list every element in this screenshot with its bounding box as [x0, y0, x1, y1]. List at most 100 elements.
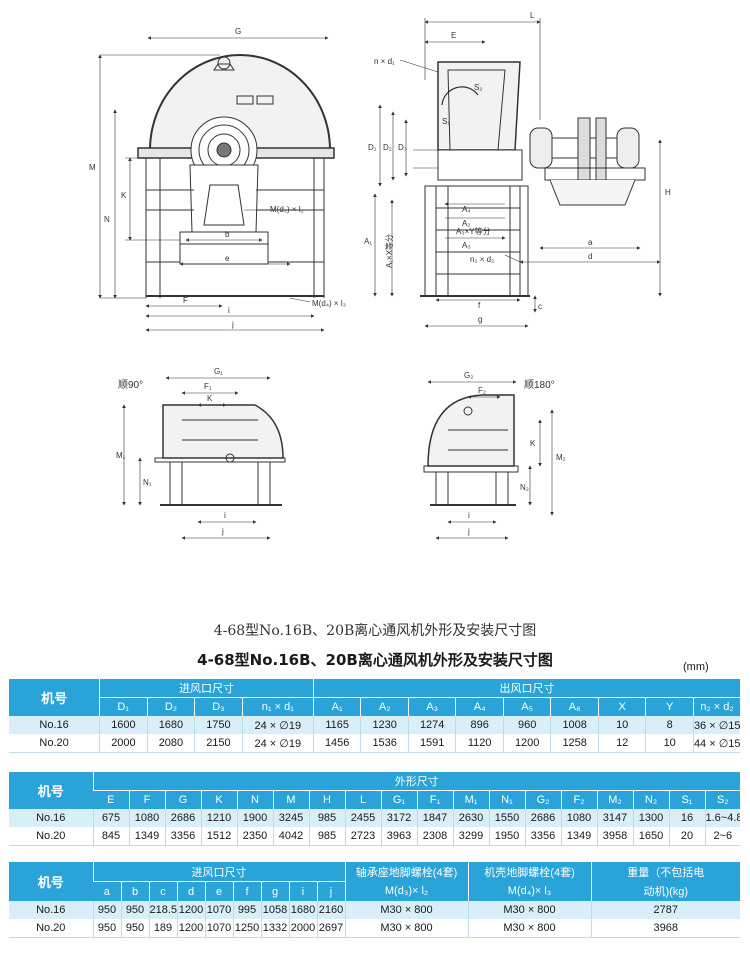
- value-cell: 2080: [146, 734, 195, 753]
- value-cell: 2~6: [704, 827, 741, 846]
- col-header: n₂ × d₂: [692, 697, 740, 716]
- rotation-90-title: 顺90°: [118, 379, 143, 391]
- dim-K-90: K: [207, 394, 213, 403]
- unit-label: (mm): [683, 661, 709, 673]
- weight-cell: 2787: [590, 901, 741, 919]
- col-header: N₁: [488, 790, 525, 809]
- dim-S1: S₁: [442, 117, 450, 126]
- col-header: S₁: [668, 790, 705, 809]
- value-cell: 1250: [232, 919, 261, 938]
- value-cell: 1600: [99, 716, 148, 734]
- dim-M2: M₂: [556, 453, 566, 462]
- value-cell: 950: [92, 901, 121, 919]
- inlet-group-header: 进风口尺寸: [99, 679, 314, 698]
- casing-bolt-cell: M30 × 800: [467, 901, 592, 919]
- weight-subheader: 动机)(kg): [590, 881, 741, 901]
- dim-j-180: j: [467, 527, 470, 536]
- col-header: G: [164, 790, 201, 809]
- value-cell: 10: [597, 716, 646, 734]
- value-cell: 12: [597, 734, 646, 753]
- value-cell: 1210: [200, 809, 237, 827]
- dim-f: f: [478, 301, 481, 310]
- col-header: A₄: [455, 697, 504, 716]
- value-cell: 2686: [164, 809, 201, 827]
- rotation-180-title: 顺180°: [524, 379, 555, 391]
- rotated-90-drawing: [122, 376, 286, 540]
- value-cell: 2308: [416, 827, 453, 846]
- value-cell: 1900: [236, 809, 273, 827]
- value-cell: 4042: [272, 827, 309, 846]
- value-cell: 3356: [524, 827, 561, 846]
- value-cell: 218.5: [148, 901, 177, 919]
- value-cell: 995: [232, 901, 261, 919]
- value-cell: 1008: [550, 716, 599, 734]
- model-header: 机号: [9, 862, 93, 901]
- value-cell: 1349: [560, 827, 597, 846]
- outline-group-header: 外形尺寸: [92, 772, 741, 791]
- value-cell: 1680: [288, 901, 317, 919]
- col-header: j: [316, 881, 346, 901]
- dim-F: F: [183, 296, 188, 305]
- dim-n2d2: n₂ × d₂: [470, 255, 494, 264]
- value-cell: 1847: [416, 809, 453, 827]
- dim-i-180: i: [468, 511, 470, 520]
- dim-K: K: [121, 191, 127, 200]
- dim-e: e: [225, 254, 230, 263]
- col-header: A₂: [360, 697, 409, 716]
- dim-G1: G₁: [214, 367, 223, 376]
- dim-D2: D₂: [383, 143, 392, 152]
- col-header: S₂: [704, 790, 741, 809]
- col-header: M₁: [452, 790, 489, 809]
- value-cell: 3963: [380, 827, 417, 846]
- rotated-180-drawing: [423, 380, 554, 540]
- col-header: N: [236, 790, 273, 809]
- value-cell: 24 × ∅19: [241, 716, 314, 734]
- dim-F2: F₂: [478, 386, 486, 395]
- value-cell: 36 × ∅15: [692, 716, 740, 734]
- side-view-drawing: [373, 18, 662, 328]
- model-cell: No.20: [9, 919, 93, 938]
- dim-d: d: [588, 252, 592, 261]
- col-header: D₃: [194, 697, 243, 716]
- col-header: A₆: [550, 697, 599, 716]
- value-cell: 1080: [560, 809, 597, 827]
- value-cell: 2000: [288, 919, 317, 938]
- model-cell: No.16: [9, 809, 93, 827]
- value-cell: 1680: [146, 716, 195, 734]
- value-cell: 20: [668, 827, 705, 846]
- col-header: g: [260, 881, 289, 901]
- value-cell: 675: [92, 809, 129, 827]
- col-header: e: [204, 881, 233, 901]
- col-header: i: [288, 881, 317, 901]
- col-header: H: [308, 790, 345, 809]
- value-cell: 3245: [272, 809, 309, 827]
- dim-N2: N₂: [520, 483, 529, 492]
- value-cell: 1165: [312, 716, 361, 734]
- rotated-90-labels: 顺90° G₁ F₁ K M₁ N₁ i j: [116, 367, 226, 536]
- value-cell: 2160: [316, 901, 346, 919]
- value-cell: 2000: [99, 734, 148, 753]
- dim-G: G: [235, 27, 241, 36]
- value-cell: 2697: [316, 919, 346, 938]
- casing-bolt-subheader: M(d₄)× l₃: [467, 881, 592, 901]
- dim-H: H: [665, 188, 671, 197]
- col-header: A₁: [312, 697, 361, 716]
- col-header: Y: [645, 697, 694, 716]
- bearing-bolt-subheader: M(d₃)× l₂: [344, 881, 469, 901]
- dim-F1: F₁: [204, 382, 212, 391]
- value-cell: 1950: [488, 827, 525, 846]
- value-cell: 1058: [260, 901, 289, 919]
- col-header: X: [597, 697, 646, 716]
- value-cell: 10: [645, 734, 694, 753]
- col-header: a: [93, 881, 121, 901]
- dim-M: M: [89, 163, 96, 172]
- col-header: A₃: [407, 697, 456, 716]
